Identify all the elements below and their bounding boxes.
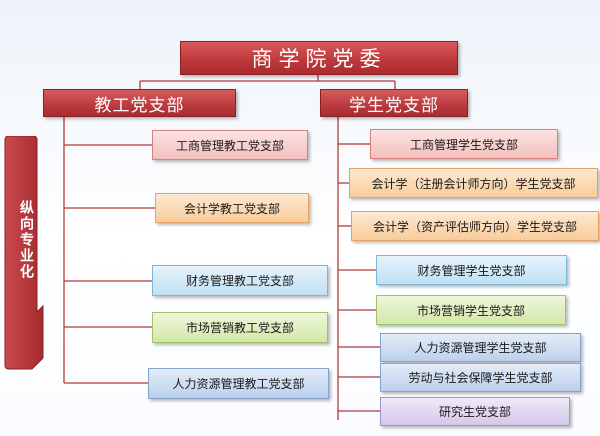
student-branch-item: 研究生党支部 [380, 397, 570, 426]
faculty-branch-item: 市场营销教工党支部 [152, 312, 328, 343]
student-branch-item: 劳动与社会保障学生党支部 [380, 363, 581, 392]
student-branch-header: 学生党支部 [320, 89, 468, 117]
faculty-branch-header: 教工党支部 [43, 89, 236, 117]
student-branch-item: 人力资源管理学生党支部 [380, 333, 581, 362]
student-branch-item: 市场营销学生党支部 [376, 295, 566, 325]
faculty-branch-item: 工商管理教工党支部 [152, 130, 308, 160]
student-branch-item: 会计学（资产评估师方向）学生党支部 [351, 211, 599, 241]
student-branch-item: 会计学（注册会计师方向）学生党支部 [349, 168, 598, 198]
party-committee-box: 商学院党委 [180, 41, 458, 75]
faculty-branch-item: 会计学教工党支部 [155, 193, 309, 223]
student-branch-item: 工商管理学生党支部 [370, 129, 558, 159]
faculty-branch-item: 人力资源管理教工党支部 [148, 368, 329, 399]
faculty-branch-item: 财务管理教工党支部 [152, 265, 328, 296]
student-branch-item: 财务管理学生党支部 [376, 255, 567, 285]
side-label: 纵向专业化 [18, 200, 34, 280]
vertical-arrow-shape [4, 136, 44, 370]
